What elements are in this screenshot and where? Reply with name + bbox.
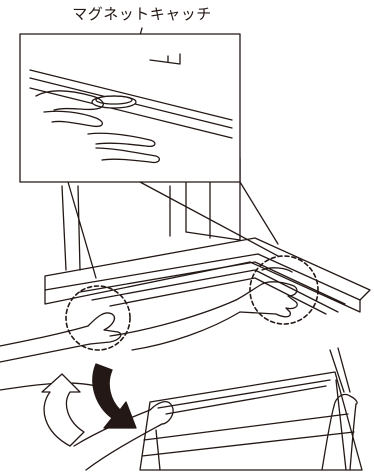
rotate-arrow-solid-icon xyxy=(93,364,136,428)
lower-left-arm xyxy=(0,383,173,470)
inset-connector-right xyxy=(140,182,278,256)
highlight-circle-left xyxy=(66,286,130,350)
rotate-arrow-outline-icon xyxy=(42,374,84,446)
inset-connector-left xyxy=(68,182,96,278)
hood-bottom-frame xyxy=(45,238,370,314)
magnified-inset xyxy=(20,34,240,182)
right-arm xyxy=(110,268,297,350)
left-arm xyxy=(0,313,121,362)
